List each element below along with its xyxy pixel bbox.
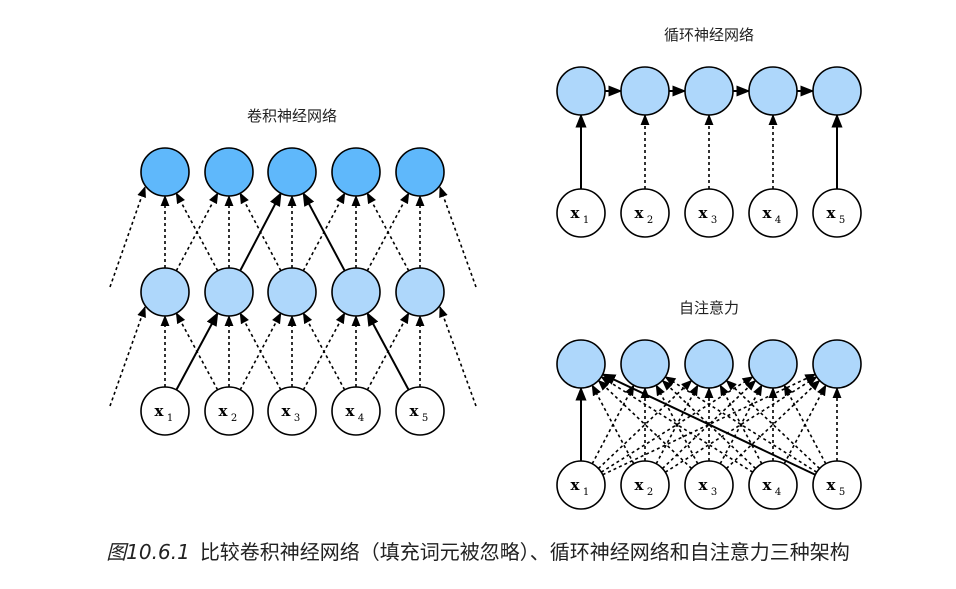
- figure-caption: 图10.6.1 比较卷积神经网络（填充词元被忽略）、循环神经网络和自注意力三种架构: [0, 536, 956, 565]
- attention-input-node-5: [812, 460, 862, 510]
- rnn-hidden-node-2: [620, 66, 670, 116]
- attention-output-node-3: [684, 339, 734, 389]
- attention-input-node-3-label: x: [699, 476, 709, 494]
- cnn-input-node-1: [140, 386, 190, 436]
- attention-edge: [719, 384, 763, 465]
- cnn-edge-top-mid: [302, 192, 346, 272]
- cnn-input-node-2: [204, 386, 254, 436]
- cnn-hidden-node-4: [331, 267, 381, 317]
- rnn-input-node-3-subscript: 3: [711, 215, 717, 226]
- attention-input-node-4-label: x: [763, 476, 773, 494]
- cnn-edge-padding: [109, 185, 146, 288]
- attention-input-node-3-subscript: 3: [711, 487, 717, 498]
- rnn-hidden-node-4: [748, 66, 798, 116]
- cnn-output-node-5: [395, 147, 445, 197]
- attention-input-node-4-subscript: 4: [775, 487, 781, 498]
- rnn-input-node-1-label: x: [571, 204, 581, 222]
- attention-input-node-3: [684, 460, 734, 510]
- rnn-input-node-1: [556, 188, 606, 238]
- rnn-input-node-2-label: x: [635, 204, 645, 222]
- cnn-input-node-4: [331, 386, 381, 436]
- cnn-input-node-3-label: x: [282, 402, 292, 420]
- cnn-hidden-node-2: [204, 267, 254, 317]
- attention-output-node-1: [556, 339, 606, 389]
- figure-label: 图10.6.1: [106, 540, 190, 564]
- attention-output-node-5: [812, 339, 862, 389]
- cnn-input-node-5: [395, 386, 445, 436]
- rnn-input-node-1-subscript: 1: [583, 215, 589, 226]
- attention-title: 自注意力: [679, 299, 739, 317]
- cnn-edge-mid-in: [175, 311, 219, 391]
- rnn-hidden-node-5: [812, 66, 862, 116]
- attention-edge: [783, 384, 827, 465]
- cnn-input-node-5-label: x: [410, 402, 420, 420]
- attention-edge: [601, 373, 816, 476]
- cnn-edge-mid-in: [302, 312, 346, 391]
- cnn-edge-mid-in: [239, 312, 282, 391]
- rnn-input-node-5: [812, 188, 862, 238]
- attention-output-node-4: [748, 339, 798, 389]
- attention-edge: [655, 384, 699, 465]
- attention-output-node-2: [620, 339, 670, 389]
- cnn-edge-padding: [439, 305, 477, 407]
- cnn-output-node-4: [331, 147, 381, 197]
- attention-input-node-5-subscript: 5: [839, 487, 845, 498]
- rnn-input-node-5-subscript: 5: [839, 215, 845, 226]
- cnn-hidden-node-1: [140, 267, 190, 317]
- cnn-output-node-2: [204, 147, 254, 197]
- cnn-input-node-1-label: x: [155, 402, 165, 420]
- cnn-input-node-3: [267, 386, 317, 436]
- attention-input-node-2: [620, 460, 670, 510]
- rnn-hidden-node-3: [684, 66, 734, 116]
- cnn-input-node-3-subscript: 3: [294, 413, 300, 424]
- cnn-hidden-node-3: [267, 267, 317, 317]
- attention-input-node-1: [556, 460, 606, 510]
- rnn-input-node-3: [684, 188, 734, 238]
- attention-input-node-2-label: x: [635, 476, 645, 494]
- cnn-hidden-node-5: [395, 267, 445, 317]
- rnn-input-node-3-label: x: [699, 204, 709, 222]
- rnn-input-node-2: [620, 188, 670, 238]
- attention-input-node-1-subscript: 1: [583, 487, 589, 498]
- rnn-input-node-4: [748, 188, 798, 238]
- rnn-hidden-node-1: [556, 66, 606, 116]
- rnn-input-node-2-subscript: 2: [647, 215, 653, 226]
- rnn-input-node-5-label: x: [827, 204, 837, 222]
- cnn-input-node-2-subscript: 2: [231, 413, 237, 424]
- attention-edge: [591, 384, 635, 465]
- cnn-input-node-5-subscript: 5: [422, 413, 428, 424]
- cnn-input-node-4-subscript: 4: [358, 413, 364, 424]
- attention-input-node-1-label: x: [571, 476, 581, 494]
- rnn-input-node-4-subscript: 4: [775, 215, 781, 226]
- cnn-input-node-4-label: x: [346, 402, 356, 420]
- rnn-input-node-4-label: x: [763, 204, 773, 222]
- cnn-output-node-3: [267, 147, 317, 197]
- attention-input-node-4: [748, 460, 798, 510]
- cnn-edge-mid-in: [366, 312, 410, 391]
- rnn-title: 循环神经网络: [664, 26, 754, 44]
- cnn-input-node-1-subscript: 1: [167, 413, 173, 424]
- cnn-edge-top-mid: [366, 192, 410, 272]
- cnn-output-node-1: [140, 147, 190, 197]
- cnn-edge-top-mid: [239, 192, 282, 272]
- cnn-edge-top-mid: [175, 192, 219, 272]
- cnn-edge-padding: [439, 185, 477, 288]
- cnn-edge-padding: [109, 305, 146, 407]
- attention-input-node-2-subscript: 2: [647, 487, 653, 498]
- attention-input-node-5-label: x: [827, 476, 837, 494]
- cnn-input-node-2-label: x: [219, 402, 229, 420]
- caption-text: 比较卷积神经网络（填充词元被忽略）、循环神经网络和自注意力三种架构: [199, 540, 850, 564]
- cnn-title: 卷积神经网络: [247, 107, 337, 125]
